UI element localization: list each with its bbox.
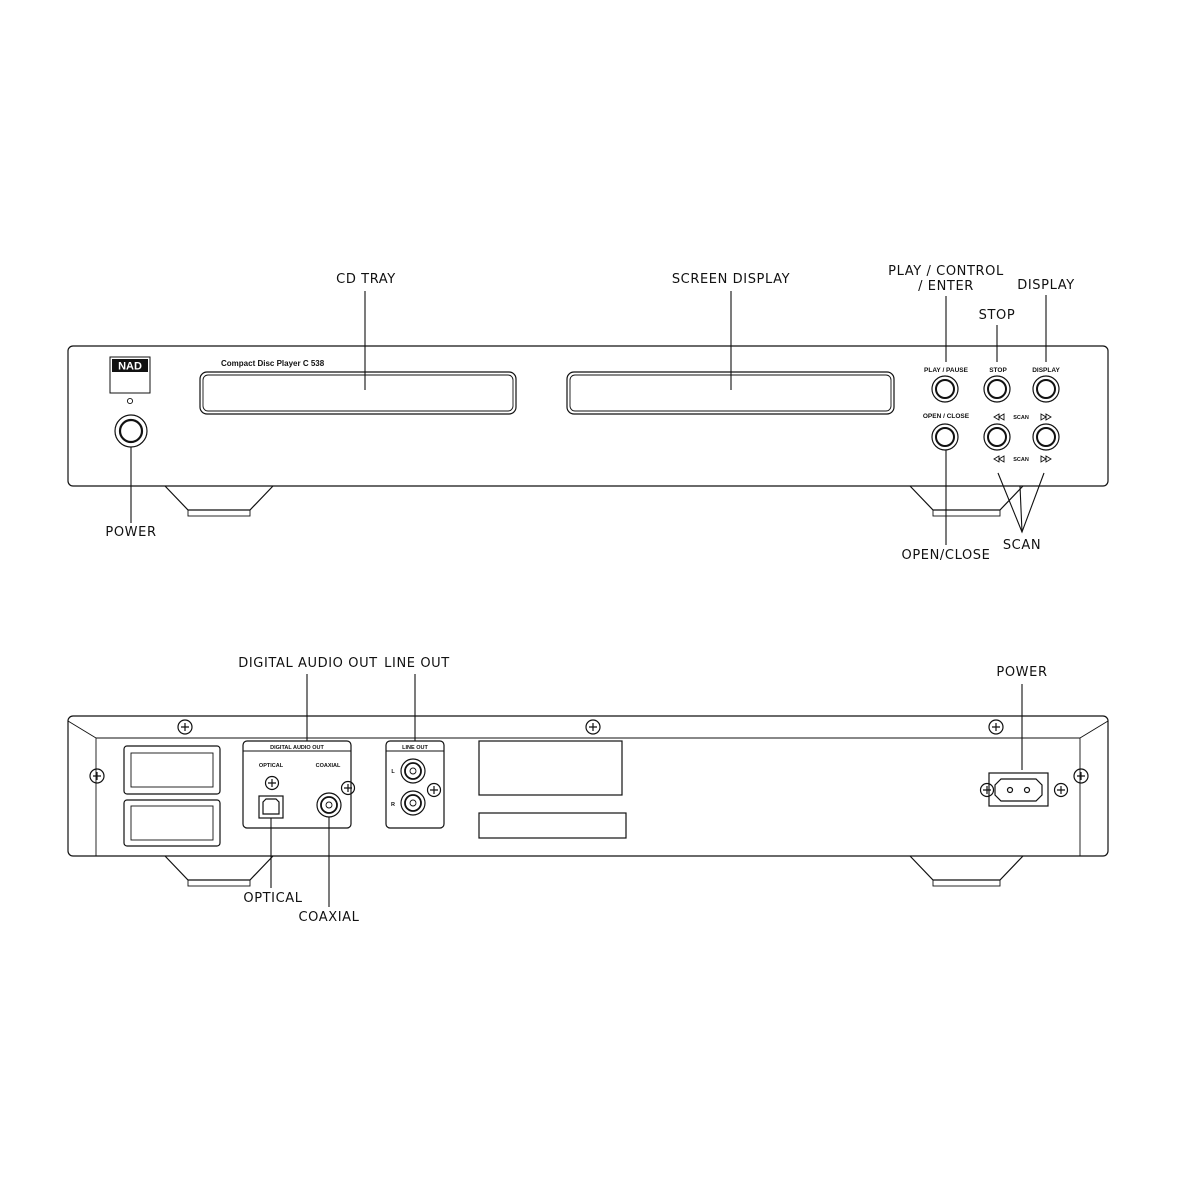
- display-button[interactable]: [1032, 375, 1060, 403]
- coaxial-port[interactable]: [316, 792, 342, 818]
- rear-foot-left-base: [187, 879, 251, 887]
- panel-label-play-pause: PLAY / PAUSE: [924, 367, 969, 374]
- scan-forward-button[interactable]: [1032, 423, 1060, 451]
- model-name: Compact Disc Player C 538: [221, 359, 325, 368]
- screw-top-center: [585, 719, 601, 735]
- scan-rewind-icon: [993, 413, 1005, 421]
- front-chassis: [67, 345, 1109, 487]
- panel-label-display: DISPLAY: [1032, 367, 1060, 374]
- screw-optical: [264, 775, 280, 791]
- panel-label-stop: STOP: [989, 367, 1007, 374]
- scan-back-button[interactable]: [983, 423, 1011, 451]
- callout-power-front: POWER: [105, 525, 156, 540]
- screw-side-left: [89, 768, 105, 784]
- rear-chassis-bevel: [67, 720, 1109, 856]
- callout-stop: STOP: [979, 308, 1016, 323]
- panel-label-right: R: [391, 802, 395, 808]
- rear-view: DIGITAL AUDIO OUT OPTICAL COAXIAL LINE O…: [67, 656, 1109, 925]
- screw-line-out: [426, 782, 442, 798]
- stop-button[interactable]: [983, 375, 1011, 403]
- screw-side-right: [1073, 768, 1089, 784]
- panel-label-scan-top: SCAN: [1013, 415, 1029, 421]
- standby-led: [126, 397, 134, 405]
- cd-tray[interactable]: [199, 371, 517, 415]
- nad-logo-text: NAD: [118, 361, 142, 373]
- callout-play-control-line2: / ENTER: [918, 279, 974, 294]
- power-inlet[interactable]: [988, 772, 1049, 807]
- panel-label-scan-bottom: SCAN: [1013, 457, 1029, 463]
- scan-forward-icon-bottom: [1040, 455, 1052, 463]
- callout-digital-audio-out: DIGITAL AUDIO OUT: [238, 656, 377, 671]
- line-out-right-port[interactable]: [400, 790, 426, 816]
- open-close-button[interactable]: [931, 423, 959, 451]
- rear-foot-right: [909, 855, 1024, 881]
- panel-label-left: L: [391, 769, 395, 775]
- scan-rewind-icon-bottom: [993, 455, 1005, 463]
- callout-scan: SCAN: [1003, 538, 1041, 553]
- callout-open-close: OPEN/CLOSE: [902, 548, 991, 563]
- leader-scan-left: [1019, 485, 1023, 533]
- line-out-left-port[interactable]: [400, 758, 426, 784]
- rear-label-panel-bottom: [123, 799, 221, 847]
- rear-label-panel-top: [123, 745, 221, 795]
- front-foot-right-base: [932, 509, 1001, 517]
- callout-screen-display: SCREEN DISPLAY: [672, 272, 790, 287]
- rear-label-plate-lower: [478, 812, 627, 839]
- optical-port[interactable]: [258, 795, 284, 819]
- callout-display: DISPLAY: [1017, 278, 1075, 293]
- screw-coaxial: [340, 780, 356, 796]
- callout-play-control-line1: PLAY / CONTROL: [888, 264, 1004, 279]
- callout-cd-tray: CD TRAY: [336, 272, 396, 287]
- front-foot-left-base: [187, 509, 251, 517]
- panel-label-digital-audio-out: DIGITAL AUDIO OUT: [270, 745, 324, 751]
- rear-foot-left: [164, 855, 274, 881]
- front-foot-right: [909, 485, 1024, 511]
- digital-audio-out-panel: [242, 740, 352, 829]
- rear-chassis: [67, 715, 1109, 857]
- callout-line-out: LINE OUT: [384, 656, 450, 671]
- scan-forward-icon: [1040, 413, 1052, 421]
- play-pause-button[interactable]: [931, 375, 959, 403]
- callout-optical: OPTICAL: [243, 891, 302, 906]
- front-power-button[interactable]: [114, 414, 148, 448]
- panel-label-line-out: LINE OUT: [402, 745, 428, 751]
- front-view: NAD Compact Disc Player C 538 PLAY / PAU…: [67, 264, 1109, 563]
- panel-label-open-close: OPEN / CLOSE: [923, 413, 970, 420]
- screw-top-left: [177, 719, 193, 735]
- panel-label-optical: OPTICAL: [259, 763, 284, 769]
- rear-label-plate-upper: [478, 740, 623, 796]
- rear-foot-right-base: [932, 879, 1001, 887]
- panel-label-coaxial: COAXIAL: [316, 763, 341, 769]
- callout-coaxial: COAXIAL: [298, 910, 359, 925]
- callout-power-rear: POWER: [996, 665, 1047, 680]
- front-foot-left: [164, 485, 274, 511]
- screw-power-left: [979, 782, 995, 798]
- screw-top-right: [988, 719, 1004, 735]
- screw-power-right: [1053, 782, 1069, 798]
